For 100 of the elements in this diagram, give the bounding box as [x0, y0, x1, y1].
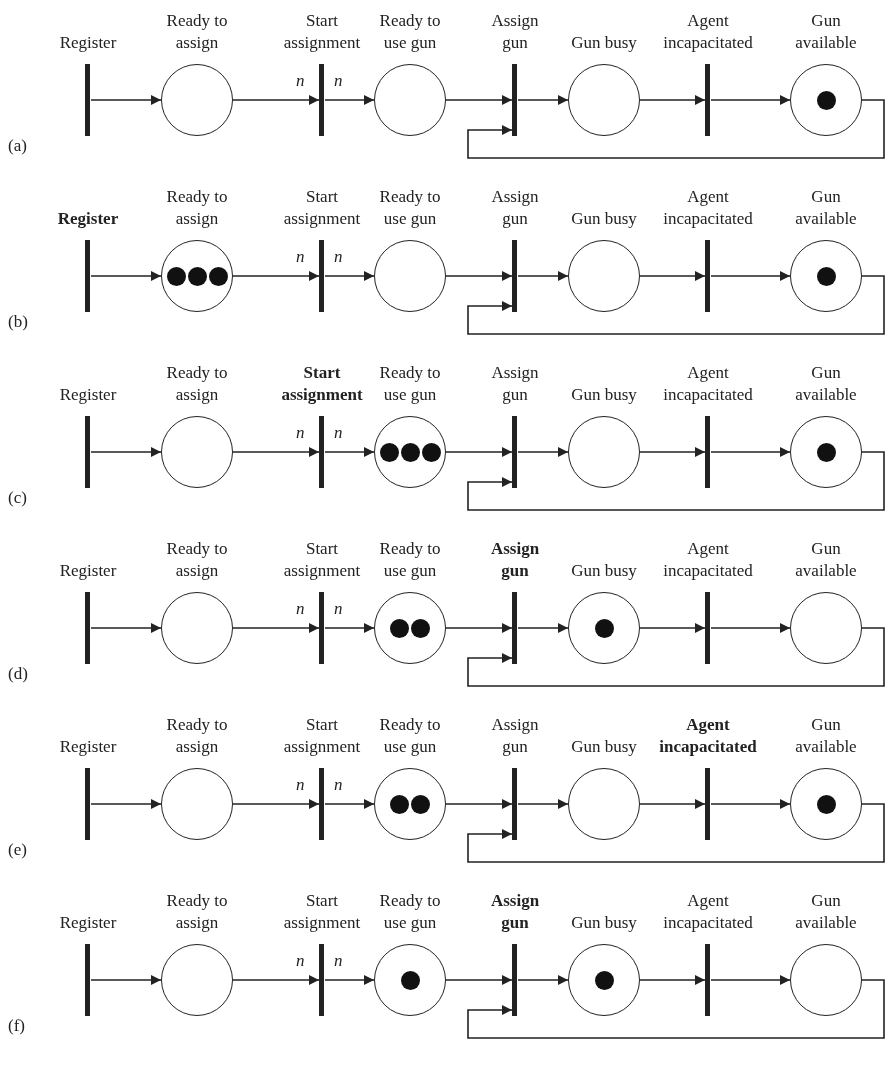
arc-arrow	[467, 451, 885, 511]
transition-label: Register	[59, 560, 117, 582]
transition-label: Assign gun	[489, 890, 541, 934]
arc-arrow	[467, 99, 885, 159]
arc-arrow	[467, 803, 885, 863]
arc-arrow	[232, 975, 320, 985]
arc-arrow	[90, 447, 162, 457]
token-dot	[187, 266, 207, 286]
token-dot	[208, 266, 228, 286]
place-label: Gun available	[794, 890, 858, 934]
place-label: Gun busy	[571, 560, 637, 582]
panel-label: (e)	[8, 840, 27, 860]
arc-arrow	[445, 975, 513, 985]
transition-label: Agent incapacitated	[663, 890, 753, 934]
transition-label: Start assignment	[283, 186, 361, 230]
place-label: Gun busy	[571, 208, 637, 230]
transition-label: Assign gun	[490, 362, 540, 406]
panel-label: (c)	[8, 488, 27, 508]
transition-label: Register	[59, 736, 117, 758]
arc-arrow	[445, 95, 513, 105]
place-label: Ready to use gun	[378, 538, 442, 582]
arc-arrow	[639, 623, 706, 633]
place-label: Gun available	[794, 538, 858, 582]
arc-arrow	[90, 623, 162, 633]
transition-label: Agent incapacitated	[663, 10, 753, 54]
arc-arrow	[467, 979, 885, 1039]
token-dot	[594, 970, 614, 990]
arc-arrow	[710, 95, 791, 105]
arc-arrow	[639, 271, 706, 281]
arc-arrow	[90, 271, 162, 281]
arc-arrow	[90, 95, 162, 105]
place-label: Ready to assign	[165, 714, 229, 758]
place-label: Ready to assign	[165, 186, 229, 230]
place-label: Ready to assign	[165, 362, 229, 406]
transition-label: Agent incapacitated	[663, 538, 753, 582]
token-dot	[594, 618, 614, 638]
token-dot	[816, 794, 836, 814]
arc-arrow	[710, 447, 791, 457]
token-dot	[390, 618, 409, 638]
arc-arrow	[445, 447, 513, 457]
arc-arrow	[232, 95, 320, 105]
arc-arrow	[639, 799, 706, 809]
arc-arrow	[232, 271, 320, 281]
arc-arrow	[445, 271, 513, 281]
arc-arrow	[639, 447, 706, 457]
place-label: Gun available	[794, 714, 858, 758]
token-dot	[390, 794, 409, 814]
transition-label: Start assignment	[283, 538, 361, 582]
panel-label: (b)	[8, 312, 28, 332]
arc-arrow	[232, 799, 320, 809]
place-label: Gun available	[794, 362, 858, 406]
transition-label: Assign gun	[490, 10, 540, 54]
token-dot	[379, 442, 399, 462]
arc-arrow	[324, 95, 375, 105]
place-label: Ready to use gun	[378, 10, 442, 54]
transition-label: Register	[59, 384, 117, 406]
token-dot	[816, 266, 836, 286]
place-label: Gun available	[794, 186, 858, 230]
transition-label: Start assignment	[281, 362, 363, 406]
arc-arrow	[445, 799, 513, 809]
place-label: Ready to use gun	[378, 714, 442, 758]
place-label: Gun busy	[571, 912, 637, 934]
arc-arrow	[324, 975, 375, 985]
token-dot	[421, 442, 441, 462]
arc-arrow	[90, 799, 162, 809]
token-dot	[411, 618, 430, 638]
arc-arrow	[710, 799, 791, 809]
token-dot	[400, 970, 420, 990]
token-dot	[816, 442, 836, 462]
arc-arrow	[232, 447, 320, 457]
arc-arrow	[710, 975, 791, 985]
place-label: Gun busy	[571, 32, 637, 54]
arc-arrow	[517, 95, 569, 105]
place-label: Ready to use gun	[378, 362, 442, 406]
transition-label: Register	[57, 208, 119, 230]
arc-arrow	[517, 975, 569, 985]
arc-arrow	[639, 95, 706, 105]
arc-arrow	[710, 623, 791, 633]
arc-arrow	[639, 975, 706, 985]
transition-label: Start assignment	[283, 890, 361, 934]
token-dot	[400, 442, 420, 462]
arc-arrow	[324, 447, 375, 457]
place-label: Gun busy	[571, 384, 637, 406]
token-dot	[816, 90, 836, 110]
transition-label: Agent incapacitated	[663, 186, 753, 230]
place-label: Gun available	[794, 10, 858, 54]
arc-arrow	[90, 975, 162, 985]
panel-label: (f)	[8, 1016, 25, 1036]
transition-label: Start assignment	[283, 10, 361, 54]
arc-arrow	[710, 271, 791, 281]
place-label: Ready to use gun	[378, 186, 442, 230]
transition-label: Agent incapacitated	[659, 714, 757, 758]
transition-label: Assign gun	[490, 714, 540, 758]
transition-label: Start assignment	[283, 714, 361, 758]
arc-arrow	[445, 623, 513, 633]
arc-arrow	[324, 623, 375, 633]
place-label: Ready to assign	[165, 890, 229, 934]
arc-arrow	[324, 799, 375, 809]
transition-label: Agent incapacitated	[663, 362, 753, 406]
arc-arrow	[467, 627, 885, 687]
